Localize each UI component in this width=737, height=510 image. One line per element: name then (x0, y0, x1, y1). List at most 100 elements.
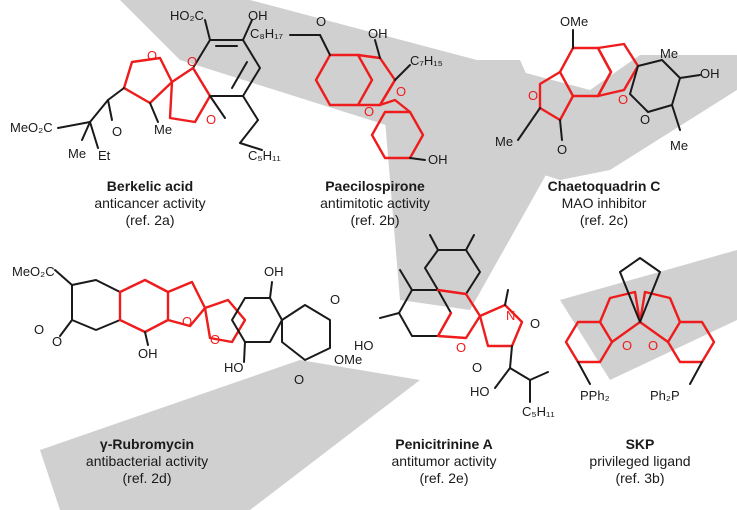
caption-paecilospirone: Paecilospirone antimitotic activity (ref… (320, 178, 430, 229)
berkelic-bond (107, 99, 113, 121)
chaetoquadrin-o-label: O (528, 88, 538, 103)
rubromycin-aromatic-ring (118, 278, 170, 334)
berkelic-ho2c-label: HO₂C (170, 8, 204, 23)
chaetoquadrin-bond (679, 74, 701, 79)
chaetoquadrin-oh-label: OH (700, 66, 720, 81)
caption-chaetoquadrin-c: Chaetoquadrin C MAO inhibitor (ref. 2c) (548, 178, 661, 229)
paecilospirone-c8h17-label: C₈H₁₇ (250, 26, 284, 41)
berkelic-bond (89, 121, 99, 149)
watermark (40, 0, 737, 510)
watermark-arrow-right (560, 250, 737, 380)
berkelic-pyran-ring (168, 66, 212, 124)
berkelic-me-label: Me (68, 146, 86, 161)
penicitrinine-pyran-ring (436, 288, 482, 340)
rubromycin-bond (269, 281, 273, 299)
compound-ref: (ref. 2a) (125, 212, 175, 228)
rubromycin-o-label: O (210, 332, 220, 347)
paecilospirone-oh-label: OH (368, 26, 388, 41)
berkelic-o-label: O (187, 54, 197, 69)
chaetoquadrin-pyran-ring (596, 42, 640, 98)
rubromycin-naphthoquinone-ring (281, 304, 331, 361)
compound-activity: MAO inhibitor (561, 195, 647, 211)
compound-name: Penicitrinine A (395, 436, 493, 452)
paecilospirone-c7h15-label: C₇H₁₅ (410, 53, 443, 68)
penicitrinine-n-label: N (506, 308, 515, 323)
caption-rubromycin: γ-Rubromycin antibacterial activity (ref… (86, 436, 208, 487)
compound-activity: anticancer activity (94, 195, 206, 211)
berkelic-acid-structure: HO₂C OH O O O Me O MeO₂C Me Et C₅H₁₁ (10, 8, 281, 163)
skp-chroman-ring (598, 290, 642, 344)
chaetoquadrin-o-label: O (640, 112, 650, 127)
paecilospirone-bond (374, 39, 381, 59)
penicitrinine-pyrrolidone-ring (478, 303, 524, 348)
penicitrinine-ho-label: HO (470, 384, 490, 399)
compound-ref: (ref. 3b) (615, 470, 665, 486)
penicitrinine-c5h11-label: C₅H₁₁ (522, 404, 555, 419)
penicitrinine-bond (465, 234, 475, 251)
berkelic-o-label: O (206, 112, 216, 127)
penicitrinine-bond (379, 312, 400, 319)
rubromycin-quinone-o-label: O (330, 292, 340, 307)
berkelic-bond (57, 121, 91, 129)
skp-cyclopentane-ring (619, 257, 661, 323)
compound-activity: antimitotic activity (320, 195, 430, 211)
chaetoquadrin-bond (671, 104, 681, 131)
rubromycin-o-label: O (34, 322, 44, 337)
paecilospirone-bond (409, 157, 426, 161)
berkelic-double-bond (231, 61, 248, 89)
penicitrinine-bond (509, 367, 531, 381)
watermark-arrow-bottom (40, 360, 420, 510)
compound-ref: (ref. 2b) (350, 212, 400, 228)
chaetoquadrin-o-label: O (618, 92, 628, 107)
rubromycin-ome-label: OMe (334, 352, 362, 367)
watermark-arrow-middle (380, 60, 560, 310)
caption-berkelic-acid: Berkelic acid anticancer activity (ref. … (94, 178, 205, 229)
penicitrinine-o-label: O (472, 360, 482, 375)
compound-activity: privileged ligand (589, 453, 691, 469)
rubromycin-structure: MeO₂C O O OH O O OH O HO O OMe (12, 264, 362, 387)
berkelic-meo2c-label: MeO₂C (10, 120, 53, 135)
rubromycin-oh-label: OH (138, 346, 158, 361)
chaetoquadrin-bond (517, 107, 541, 141)
rubromycin-quinone-o-label: O (294, 372, 304, 387)
berkelic-bond (81, 121, 91, 141)
paecilospirone-o-label: O (396, 84, 406, 99)
compound-ref: (ref. 2e) (419, 470, 469, 486)
penicitrinine-a-structure: HO O N O O HO C₅H₁₁ (354, 234, 555, 419)
compound-name: Chaetoquadrin C (547, 178, 661, 194)
berkelic-thf-ring (122, 56, 174, 105)
berkelic-bond (239, 142, 263, 151)
compound-name: Berkelic acid (106, 178, 194, 194)
compound-activity: antibacterial activity (85, 453, 209, 469)
paecilospirone-bond (378, 78, 397, 107)
berkelic-c5h11-label: C₅H₁₁ (248, 148, 281, 163)
rubromycin-bond (54, 269, 73, 286)
compound-name: SKP (625, 436, 655, 452)
compound-ref: (ref. 2c) (579, 212, 629, 228)
paecilospirone-o-label: O (364, 104, 374, 119)
paecilospirone-oh-label: OH (428, 152, 448, 167)
compound-ref: (ref. 2d) (122, 470, 172, 486)
penicitrinine-bond (504, 289, 509, 306)
rubromycin-bond (243, 341, 246, 363)
berkelic-o-label: O (147, 48, 157, 63)
caption-penicitrinine-a: Penicitrinine A antitumor activity (ref.… (391, 436, 496, 487)
rubromycin-meo2c-label: MeO₂C (12, 264, 55, 279)
rubromycin-o-label: O (182, 314, 192, 329)
berkelic-bond (242, 19, 253, 41)
paecilospirone-bond (394, 64, 411, 81)
berkelic-bond (107, 87, 125, 101)
penicitrinine-o-label: O (456, 340, 466, 355)
penicitrinine-bond (429, 234, 439, 251)
chaetoquadrin-ome-label: OMe (560, 14, 588, 29)
rubromycin-naphthoquinone-ring (231, 297, 283, 343)
rubromycin-ho-label: HO (224, 360, 244, 375)
chaetoquadrin-ketone-o-label: O (557, 142, 567, 157)
caption-skp: SKP privileged ligand (ref. 3b) (589, 436, 690, 487)
compound-name: γ-Rubromycin (99, 436, 195, 452)
berkelic-et-label: Et (98, 148, 111, 163)
berkelic-bond (204, 19, 211, 41)
compound-name: Paecilospirone (325, 178, 425, 194)
